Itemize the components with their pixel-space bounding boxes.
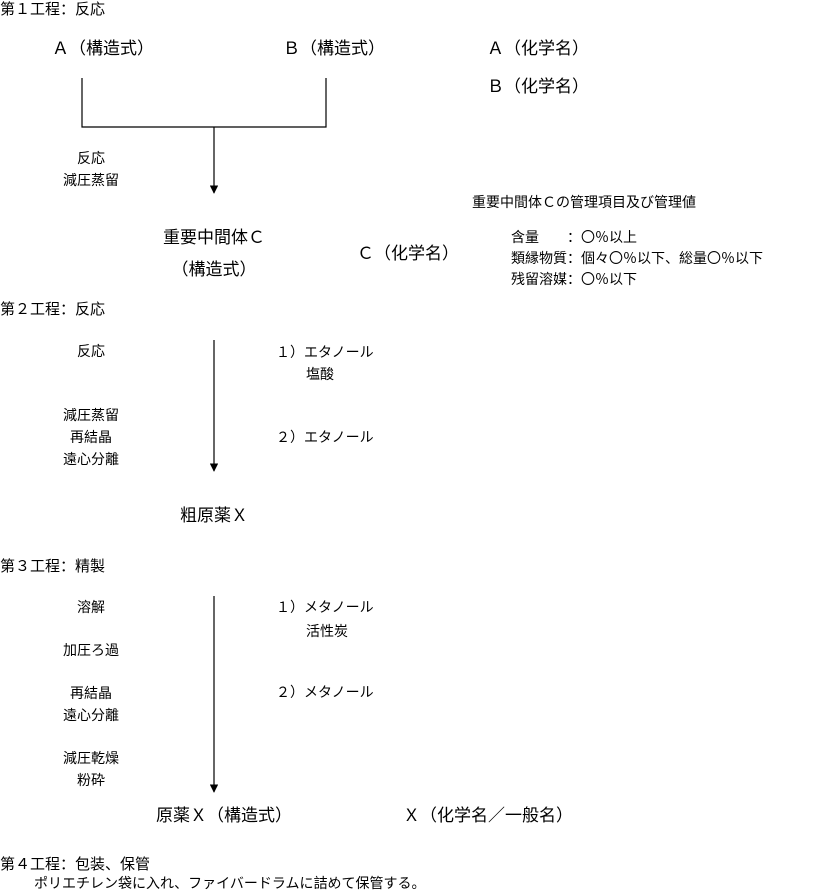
step2-title: 第２工程：反応 (0, 300, 106, 318)
intermediate-c-chemical-name: Ｃ（化学名） (357, 244, 459, 264)
step3-op-pressure-filtration: 加圧ろ過 (63, 643, 119, 659)
step2-op-reaction: 反応 (77, 344, 105, 360)
step1-merge-bracket (81, 78, 327, 128)
step3-title: 第３工程：精製 (0, 557, 106, 575)
control-title: 重要中間体Ｃの管理項目及び管理値 (472, 195, 696, 211)
intermediate-c-structure: （構造式） (171, 260, 257, 280)
step4-title: 第４工程：包装、保管 (0, 855, 151, 873)
step3-reagent-1: １）メタノール (276, 600, 374, 616)
control-item-residual-solvent: 残留溶媒：〇％以下 (511, 272, 637, 288)
step2-reagent-2: ２）エタノール (276, 430, 374, 446)
reactant-a-chemical-name: Ａ（化学名） (487, 39, 589, 59)
step3-reagent-1-sub: 活性炭 (306, 624, 348, 640)
step4-description: ポリエチレン袋に入れ、ファイバードラムに詰めて保管する。 (34, 876, 426, 892)
step2-op-centrifugation: 遠心分離 (63, 452, 119, 468)
step2-reagent-1: １）エタノール (276, 345, 374, 361)
crude-substance-x: 粗原薬Ｘ (180, 506, 248, 526)
step3-op-dissolution: 溶解 (77, 600, 105, 616)
drug-substance-x-name: Ｘ（化学名／一般名） (403, 806, 573, 826)
step2-reagent-1-sub: 塩酸 (306, 367, 334, 383)
step2-op-recrystallization: 再結晶 (70, 430, 112, 446)
control-item-related-substances: 類縁物質：個々〇％以下、総量〇％以下 (511, 251, 763, 267)
intermediate-c-title: 重要中間体Ｃ (163, 228, 265, 248)
step1-op-vacuum-distillation: 減圧蒸留 (63, 173, 119, 189)
reactant-a-structure: Ａ（構造式） (52, 39, 154, 59)
step1-op-reaction: 反応 (77, 151, 105, 167)
control-item-content: 含量 ：〇％以上 (511, 230, 637, 246)
reactant-b-chemical-name: Ｂ（化学名） (487, 77, 589, 97)
reactant-b-structure: Ｂ（構造式） (283, 39, 385, 59)
drug-substance-x-structure: 原薬Ｘ（構造式） (156, 806, 292, 826)
step1-title: 第１工程：反応 (0, 0, 106, 18)
step3-op-centrifugation: 遠心分離 (63, 708, 119, 724)
step3-op-grinding: 粉砕 (77, 773, 105, 789)
step3-op-recrystallization: 再結晶 (70, 686, 112, 702)
step3-op-vacuum-drying: 減圧乾燥 (63, 751, 119, 767)
step3-reagent-2: ２）メタノール (276, 685, 374, 701)
step2-op-vacuum-distillation: 減圧蒸留 (63, 408, 119, 424)
